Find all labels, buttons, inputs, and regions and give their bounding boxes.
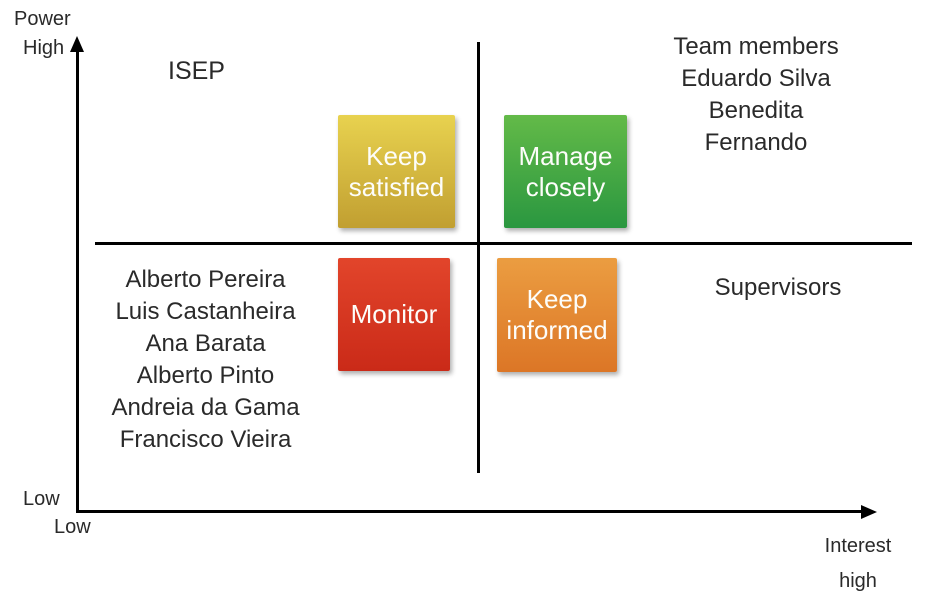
y-axis-low-label: Low — [23, 488, 60, 510]
x-axis-title: Interest — [824, 535, 892, 557]
x-axis-arrowhead-icon — [861, 504, 877, 519]
y-axis-title: Power — [14, 8, 71, 30]
vertical-divider — [477, 42, 480, 473]
monitor-box: Monitor — [338, 258, 450, 371]
x-axis-low-label: Low — [54, 516, 91, 538]
y-axis-arrowhead-icon — [70, 36, 84, 52]
y-axis-high-label: High — [23, 37, 65, 59]
x-axis-line — [77, 510, 863, 513]
x-axis-high-label: high — [839, 570, 877, 592]
top-left-quadrant-label: ISEP — [168, 57, 225, 85]
horizontal-divider — [95, 242, 912, 245]
bottom-right-quadrant-label: Supervisors — [714, 274, 842, 301]
monitor-label: Monitor — [350, 299, 438, 329]
y-axis-line — [76, 50, 79, 513]
